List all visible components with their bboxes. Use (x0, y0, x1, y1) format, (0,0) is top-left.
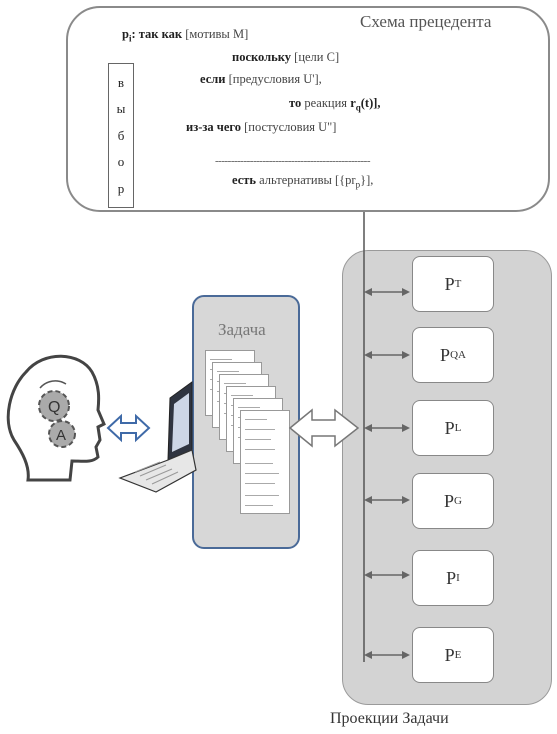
choice-letter: б (117, 127, 125, 143)
schema-separator: ----------------------------------------… (215, 155, 371, 167)
svg-text:A: A (56, 427, 66, 444)
schema-line-postconditions: из-за чего [постусловия U"] (186, 120, 337, 134)
schema-line-goals: поскольку [цели C] (232, 50, 340, 64)
task-sheet (240, 410, 290, 514)
choice-letter: в (117, 74, 125, 90)
schema-title: Схема прецедента (360, 12, 492, 31)
schema-line-reaction: то реакция rq(t)], (289, 96, 381, 113)
choice-letter: ы (116, 101, 126, 116)
projections-caption: Проекции Задачи (330, 710, 449, 727)
task-bus-double-arrow-icon (288, 408, 360, 448)
precedent-schema-box (66, 6, 550, 212)
head-laptop-double-arrow-icon (106, 413, 151, 443)
svg-text:Q: Q (48, 399, 60, 416)
choice-letter: о (117, 154, 125, 169)
schema-line-motives: pi: так как [мотивы M] (122, 27, 249, 44)
head-gears-icon: Q A (6, 354, 106, 482)
laptop-icon (118, 381, 197, 493)
schema-line-alternatives: есть альтернативы [{prp}], (232, 173, 374, 190)
schema-line-preconditions: если [предусловия U'], (200, 72, 322, 86)
task-label: Задача (218, 320, 266, 339)
choice-letter: р (117, 180, 125, 196)
choice-vertical-box: в ы б о р (108, 63, 134, 208)
